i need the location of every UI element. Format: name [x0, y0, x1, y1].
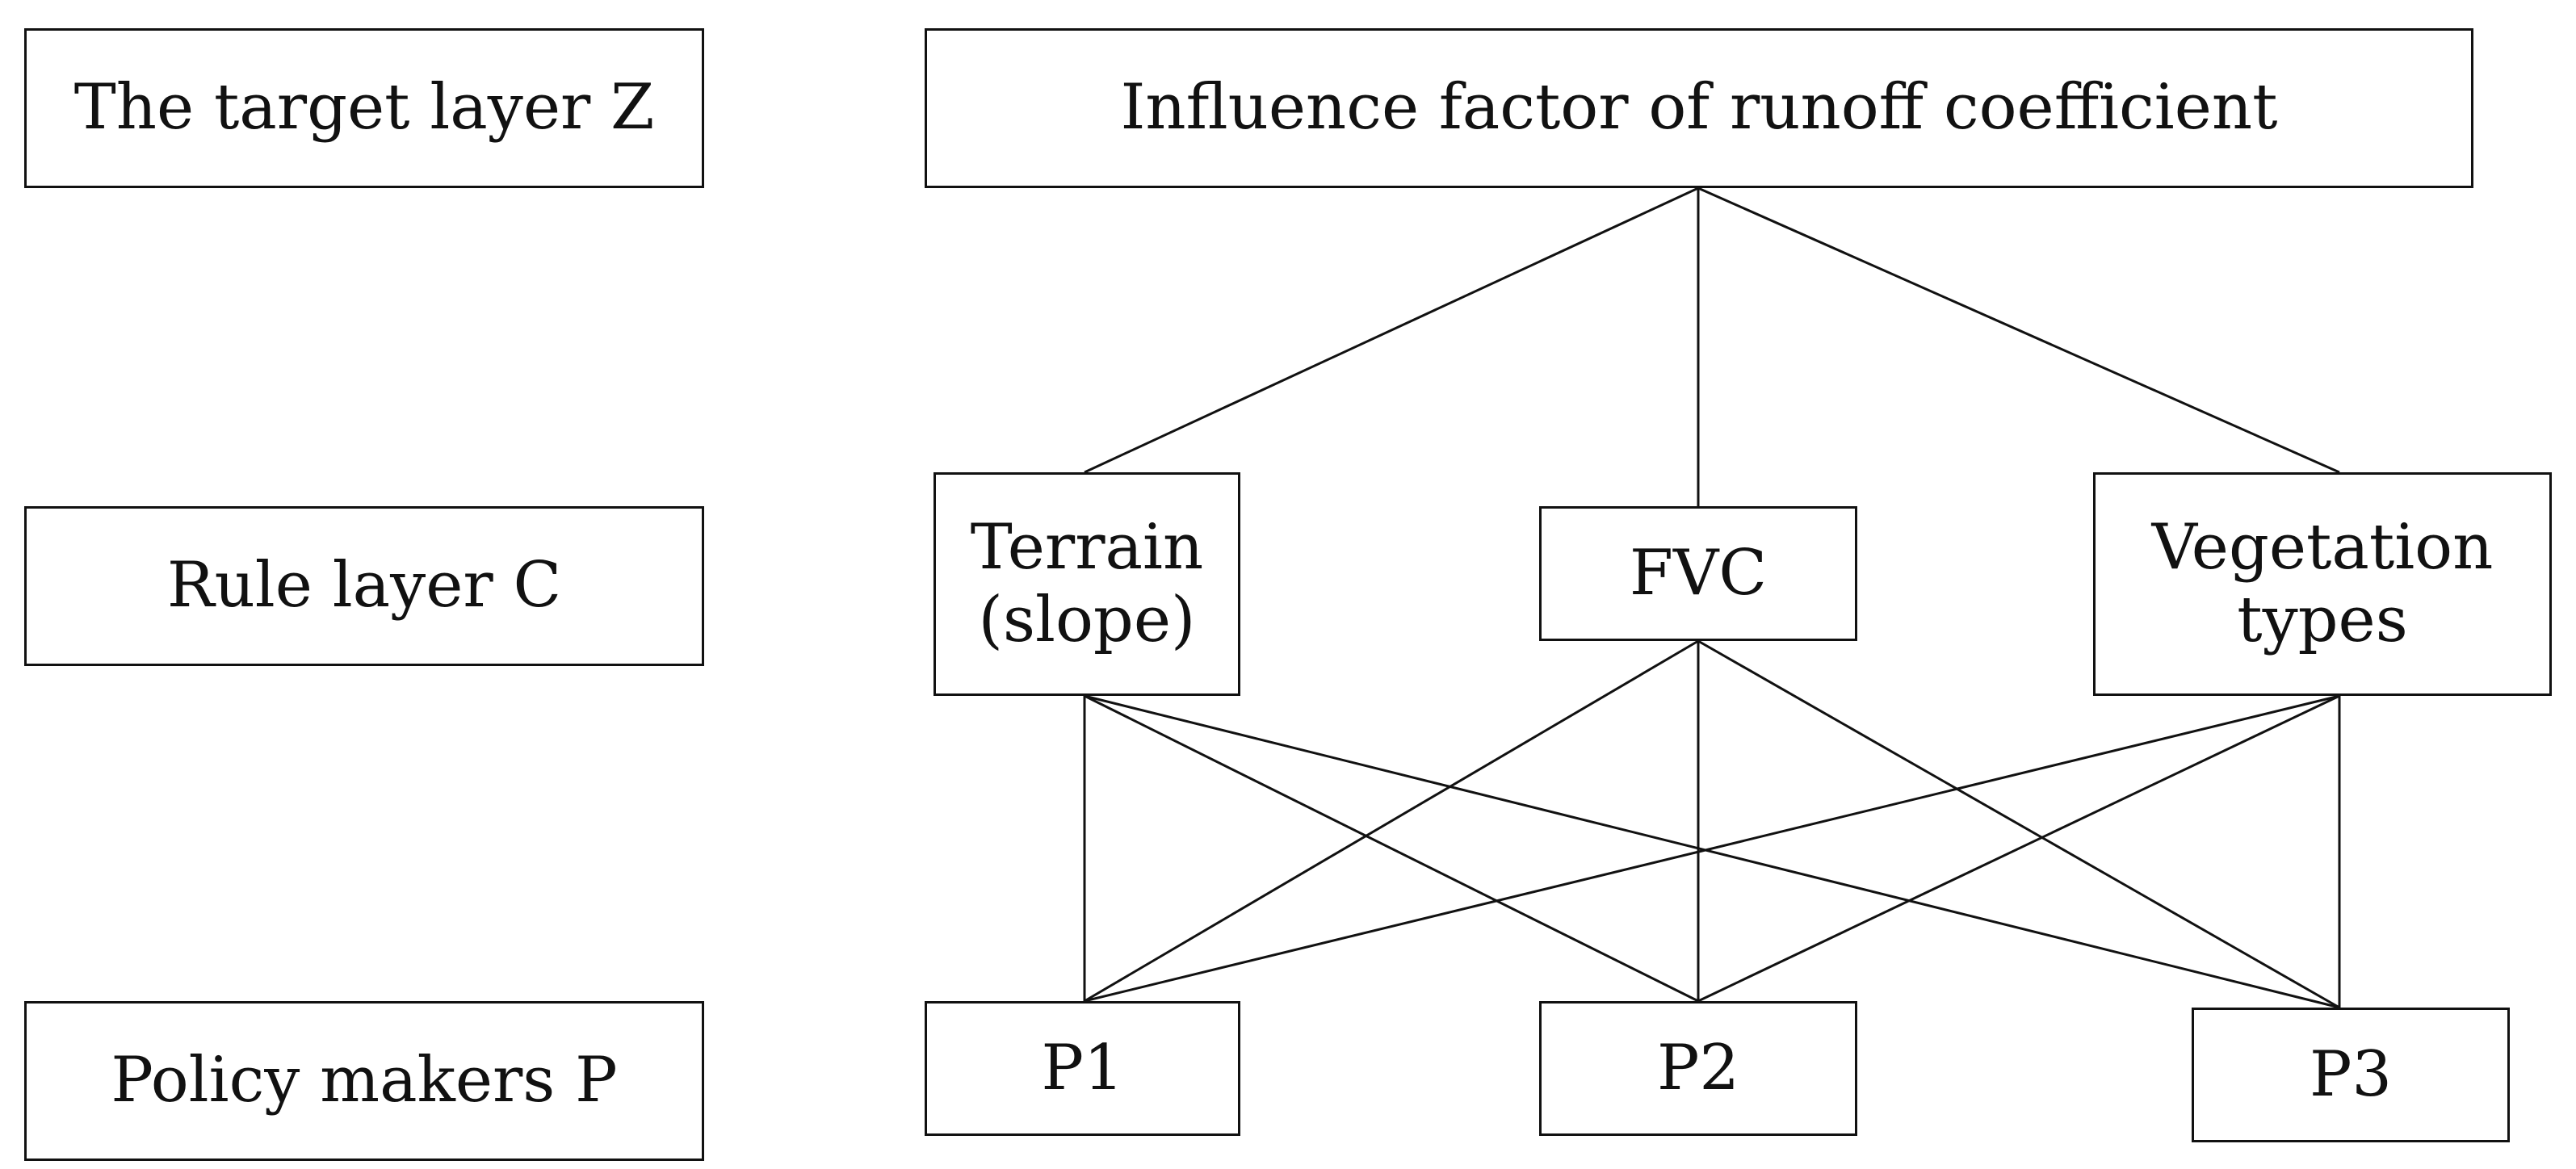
criterion-fvc-text: FVC — [1629, 536, 1768, 610]
connector-goal-terrain — [1084, 186, 1699, 474]
alternative-p1: P1 — [925, 1001, 1240, 1136]
alternative-p2-text: P2 — [1656, 1031, 1740, 1104]
target-layer-label: The target layer Z — [24, 28, 704, 188]
criterion-vegetation-line2: types — [2237, 583, 2408, 656]
rule-layer-label: Rule layer C — [24, 506, 704, 666]
policy-layer-label: Policy makers P — [24, 1001, 704, 1161]
criterion-vegetation: Vegetation types — [2093, 472, 2552, 696]
alternative-p3-text: P3 — [2309, 1037, 2393, 1111]
alternative-p3: P3 — [2192, 1008, 2510, 1142]
criterion-fvc: FVC — [1539, 506, 1857, 641]
connector-terrain-p2 — [1084, 694, 1699, 1003]
goal-node: Influence factor of runoff coefficient — [925, 28, 2473, 188]
criterion-vegetation-line1: Vegetation — [2151, 510, 2494, 584]
criterion-terrain: Terrain (slope) — [933, 472, 1240, 696]
connector-vegetation-p2 — [1697, 694, 2340, 1003]
target-layer-text: The target layer Z — [73, 71, 655, 145]
policy-layer-text: Policy makers P — [111, 1044, 618, 1117]
alternative-p2: P2 — [1539, 1001, 1857, 1136]
connector-vegetation-p1 — [1084, 694, 2340, 1003]
connector-fvc-p1 — [1084, 639, 1699, 1003]
criterion-terrain-line1: Terrain — [970, 510, 1204, 584]
rule-layer-text: Rule layer C — [166, 549, 562, 622]
goal-text: Influence factor of runoff coefficient — [1120, 71, 2278, 145]
connector-terrain-p3 — [1084, 694, 2340, 1009]
alternative-p1-text: P1 — [1041, 1031, 1124, 1104]
connector-goal-vegetation — [1697, 186, 2340, 474]
connector-fvc-p3 — [1697, 639, 2340, 1009]
criterion-terrain-line2: (slope) — [978, 583, 1196, 656]
